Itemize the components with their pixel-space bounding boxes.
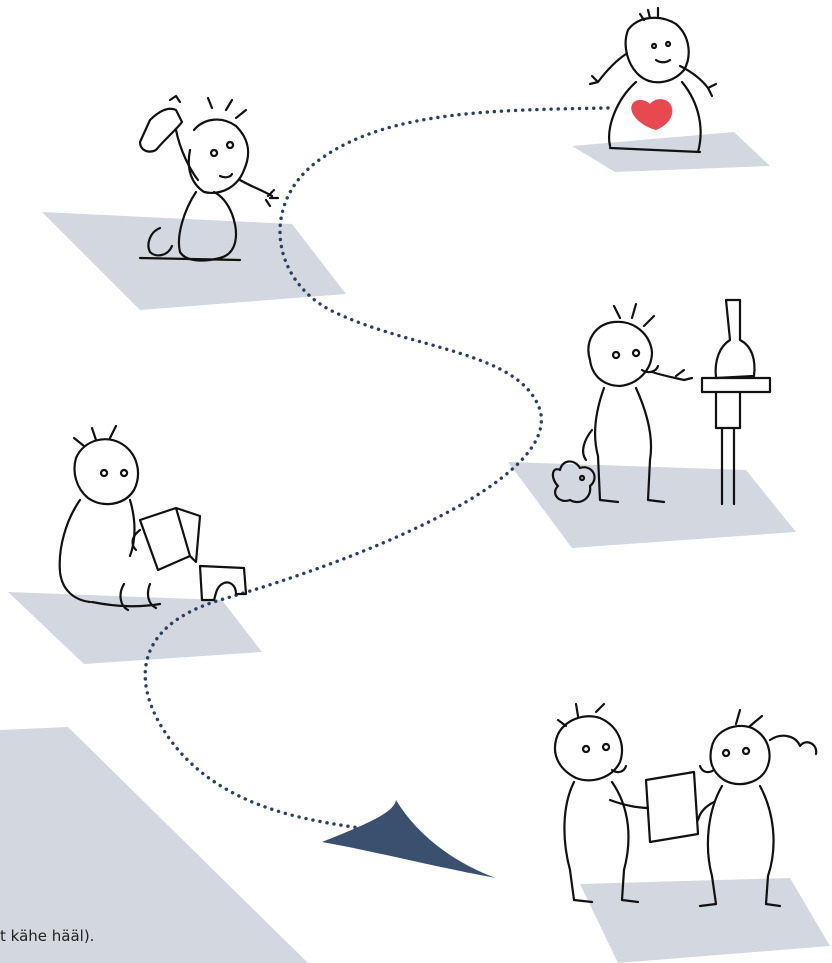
baby-with-heart xyxy=(588,6,718,154)
caption-text: t kähe hääl). xyxy=(0,927,95,945)
baby-with-bottle xyxy=(138,94,280,262)
platform-child-bottle xyxy=(508,462,796,548)
child-reaching-for-bottle xyxy=(551,298,772,506)
platform-child-reading xyxy=(8,592,262,664)
child-reading-book xyxy=(58,424,248,612)
platform-baby-heart xyxy=(572,132,770,172)
platform-two-people xyxy=(580,878,830,963)
dotted-journey-path xyxy=(143,106,610,830)
platform-large-left xyxy=(0,727,308,963)
two-people-with-paper xyxy=(553,702,818,908)
heart-icon xyxy=(631,99,673,130)
journey-arrow-head xyxy=(322,800,496,878)
